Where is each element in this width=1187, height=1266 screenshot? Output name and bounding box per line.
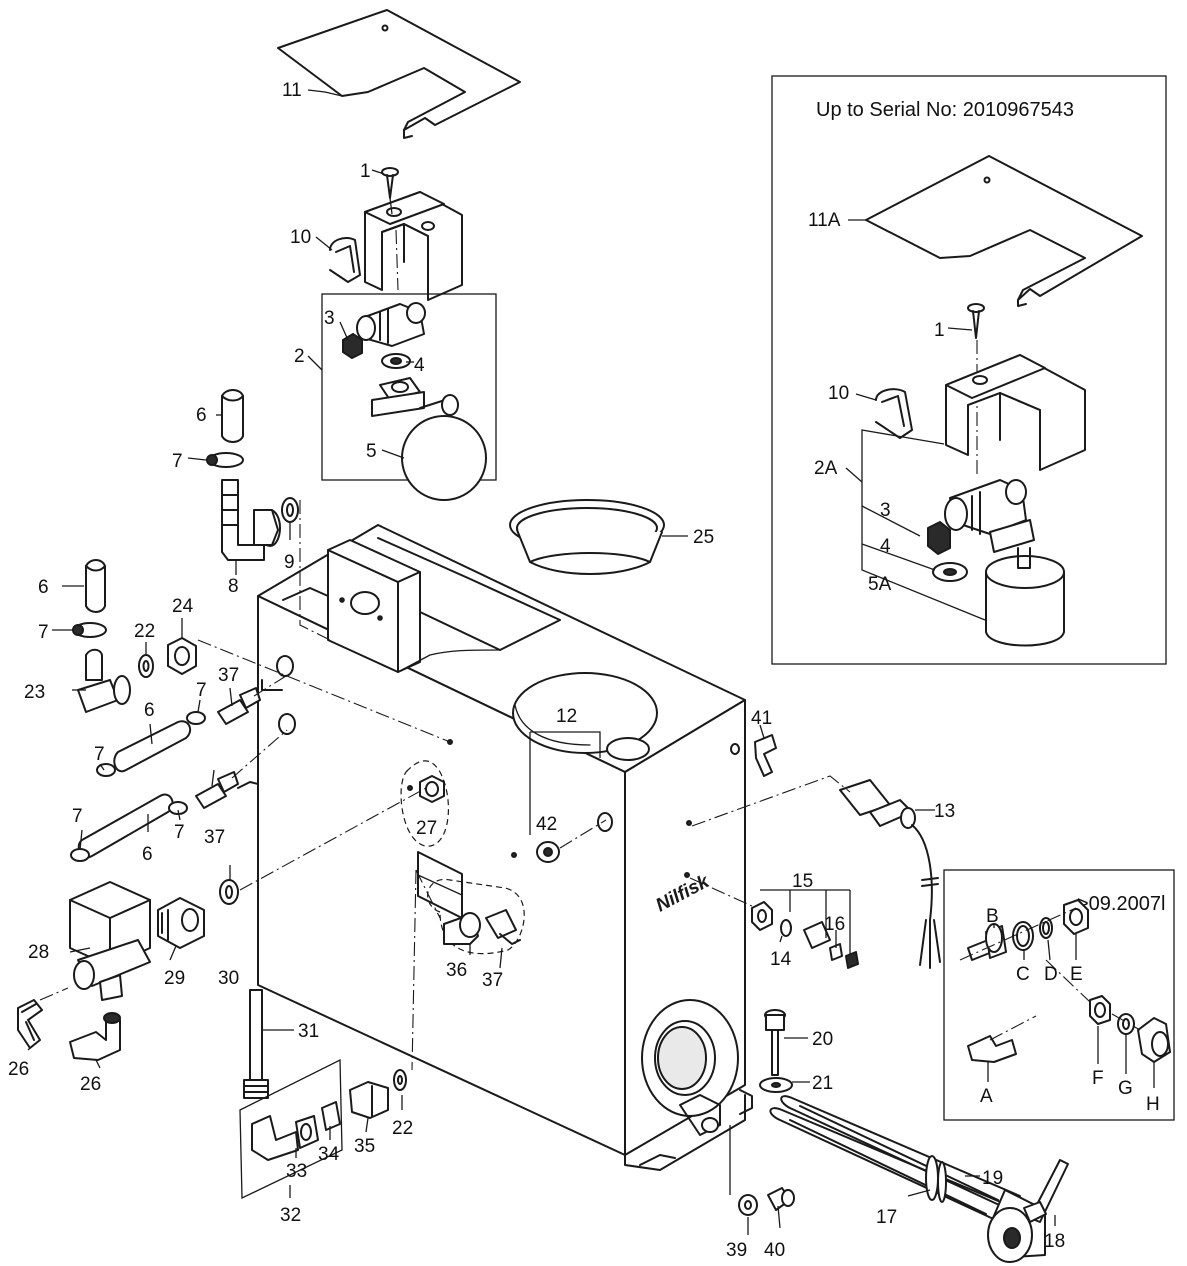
inset-label-5A: 5A bbox=[868, 574, 892, 595]
label-7: 7 bbox=[174, 822, 185, 843]
label-11: 11 bbox=[282, 80, 302, 101]
label-25: 25 bbox=[693, 527, 714, 548]
small-inset-title: >09.2007l bbox=[1077, 893, 1165, 915]
label-7: 7 bbox=[38, 622, 49, 643]
serial-inset-panel: Up to Serial No: 2010967543 bbox=[771, 75, 1167, 665]
small-label-G: G bbox=[1118, 1078, 1133, 1099]
inset-title: Up to Serial No: 2010967543 bbox=[816, 99, 1074, 121]
small-label-F: F bbox=[1092, 1068, 1104, 1089]
label-36: 36 bbox=[446, 960, 467, 981]
part-labels: 11 1 10 2 3 4 5 6 7 8 9 25 6 7 22 24 23 … bbox=[8, 80, 1160, 1261]
label-2: 2 bbox=[294, 346, 305, 367]
label-33: 33 bbox=[286, 1161, 307, 1182]
label-9: 9 bbox=[284, 552, 295, 573]
label-26: 26 bbox=[80, 1074, 101, 1095]
small-label-A: A bbox=[980, 1086, 993, 1107]
label-20: 20 bbox=[812, 1029, 833, 1050]
label-41: 41 bbox=[751, 708, 772, 729]
right-side-parts bbox=[536, 734, 1069, 1263]
inset-label-3: 3 bbox=[880, 500, 891, 521]
label-24: 24 bbox=[172, 596, 194, 617]
label-7: 7 bbox=[196, 680, 207, 701]
label-37: 37 bbox=[482, 970, 503, 991]
label-18: 18 bbox=[1044, 1231, 1065, 1252]
label-8: 8 bbox=[228, 576, 239, 597]
label-7: 7 bbox=[172, 451, 183, 472]
label-23: 23 bbox=[24, 682, 45, 703]
inset-label-10: 10 bbox=[828, 383, 849, 404]
label-27: 27 bbox=[416, 818, 437, 839]
label-39: 39 bbox=[726, 1240, 747, 1261]
small-label-D: D bbox=[1044, 964, 1058, 985]
label-4: 4 bbox=[414, 355, 425, 376]
pipe-fitting-group bbox=[239, 989, 407, 1200]
label-31: 31 bbox=[298, 1021, 319, 1042]
tank-body: Nilfisk bbox=[257, 524, 753, 1171]
date-inset-panel: >09.2007l bbox=[943, 869, 1175, 1121]
cover-plate bbox=[277, 9, 521, 139]
label-3: 3 bbox=[324, 308, 335, 329]
label-19: 19 bbox=[982, 1168, 1003, 1189]
label-26: 26 bbox=[8, 1059, 29, 1080]
label-7: 7 bbox=[94, 744, 105, 765]
small-label-H: H bbox=[1146, 1094, 1160, 1115]
container-ring bbox=[509, 499, 665, 575]
inset-label-11A: 11A bbox=[808, 210, 841, 231]
label-30: 30 bbox=[218, 968, 239, 989]
label-6: 6 bbox=[144, 700, 155, 721]
inset-label-1: 1 bbox=[934, 320, 945, 341]
small-label-B: B bbox=[986, 906, 999, 927]
leader-lines bbox=[27, 89, 1056, 1235]
label-21: 21 bbox=[812, 1073, 833, 1094]
label-16: 16 bbox=[824, 914, 845, 935]
label-29: 29 bbox=[164, 968, 185, 989]
label-35: 35 bbox=[354, 1136, 375, 1157]
label-7: 7 bbox=[72, 806, 83, 827]
label-17: 17 bbox=[876, 1207, 897, 1228]
switch-housing bbox=[329, 167, 463, 301]
inset-label-4: 4 bbox=[880, 536, 891, 557]
label-37: 37 bbox=[218, 665, 239, 686]
label-12: 12 bbox=[556, 706, 577, 727]
label-34: 34 bbox=[318, 1144, 340, 1165]
solenoid-valve-group bbox=[17, 879, 239, 1061]
label-42: 42 bbox=[536, 814, 557, 835]
label-13: 13 bbox=[934, 801, 955, 822]
label-37: 37 bbox=[204, 827, 225, 848]
label-14: 14 bbox=[770, 949, 792, 970]
label-32: 32 bbox=[280, 1205, 301, 1226]
label-5: 5 bbox=[366, 441, 377, 462]
label-40: 40 bbox=[764, 1240, 785, 1261]
fitting-group-36-37 bbox=[400, 760, 525, 955]
label-1: 1 bbox=[360, 161, 371, 182]
label-15: 15 bbox=[792, 871, 813, 892]
label-22: 22 bbox=[134, 621, 155, 642]
label-22: 22 bbox=[392, 1118, 413, 1139]
small-label-C: C bbox=[1016, 964, 1030, 985]
label-10: 10 bbox=[290, 227, 311, 248]
label-28: 28 bbox=[28, 942, 49, 963]
small-label-E: E bbox=[1070, 964, 1083, 985]
label-6: 6 bbox=[142, 844, 153, 865]
valve-assembly-box bbox=[321, 293, 497, 501]
inset-label-2A: 2A bbox=[814, 458, 838, 479]
label-6: 6 bbox=[196, 405, 207, 426]
label-6: 6 bbox=[38, 577, 49, 598]
